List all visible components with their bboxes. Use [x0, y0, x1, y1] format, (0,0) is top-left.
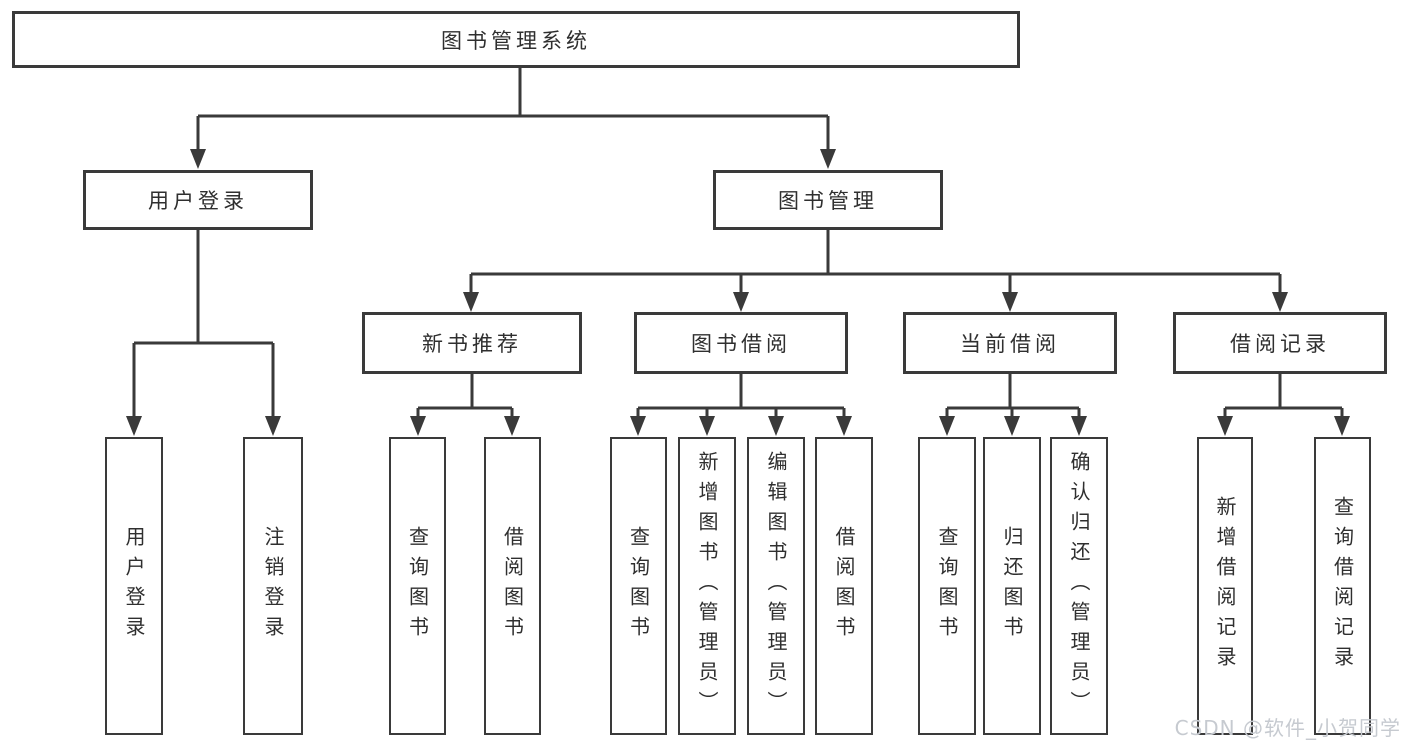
- leaf-confirm-return-admin: 确认归还（管理员）: [1050, 437, 1108, 735]
- leaf-query-books-borrowing: 查询图书: [610, 437, 667, 735]
- leaf-label: 新增借阅记录: [1213, 496, 1237, 676]
- leaf-label: 借阅图书: [832, 526, 856, 646]
- leaf-label: 确认归还（管理员）: [1067, 451, 1091, 721]
- watermark: CSDN @软件_小贺同学: [1174, 716, 1401, 740]
- leaf-logout: 注销登录: [243, 437, 303, 735]
- leaf-return-books: 归还图书: [983, 437, 1041, 735]
- node-borrowing-records: 借阅记录: [1173, 312, 1387, 374]
- leaf-query-books-recommend: 查询图书: [389, 437, 446, 735]
- leaf-borrow-books: 借阅图书: [815, 437, 873, 735]
- leaf-edit-book-admin: 编辑图书（管理员）: [747, 437, 805, 735]
- leaf-label: 查询借阅记录: [1330, 496, 1355, 676]
- leaf-label: 注销登录: [261, 526, 285, 646]
- leaf-label: 查询图书: [405, 526, 430, 646]
- leaf-user-login: 用户登录: [105, 437, 163, 735]
- node-library-system: 图书管理系统: [12, 11, 1020, 68]
- node-book-borrowing: 图书借阅: [634, 312, 848, 374]
- leaf-query-books-current: 查询图书: [918, 437, 976, 735]
- leaf-label: 借阅图书: [500, 526, 525, 646]
- node-user-login: 用户登录: [83, 170, 313, 230]
- node-current-borrowing: 当前借阅: [903, 312, 1117, 374]
- leaf-add-book-admin: 新增图书（管理员）: [678, 437, 736, 735]
- leaf-label: 新增图书（管理员）: [695, 451, 719, 721]
- leaf-label: 查询图书: [935, 526, 959, 646]
- leaf-label: 归还图书: [1000, 526, 1024, 646]
- leaf-label: 编辑图书（管理员）: [764, 451, 788, 721]
- leaf-borrow-books-recommend: 借阅图书: [484, 437, 541, 735]
- node-new-book-recommend: 新书推荐: [362, 312, 582, 374]
- leaf-query-borrow-record: 查询借阅记录: [1314, 437, 1371, 735]
- leaf-add-borrow-record: 新增借阅记录: [1197, 437, 1253, 735]
- leaf-label: 查询图书: [626, 526, 651, 646]
- node-book-management: 图书管理: [713, 170, 943, 230]
- leaf-label: 用户登录: [122, 526, 146, 646]
